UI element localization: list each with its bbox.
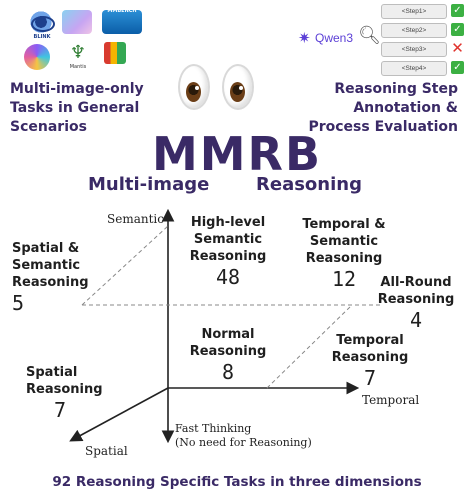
right-heading-line: Reasoning Step [334, 81, 458, 97]
mantis-logo: ♆ [69, 42, 87, 63]
step-row: <Step3> ✕ [381, 39, 464, 57]
left-heading-line: Scenarios [10, 119, 87, 135]
category-count: 48 [215, 265, 241, 289]
mantis-logo-label: Mantis [69, 64, 87, 70]
semantic-axis-label: Semantic [107, 212, 164, 226]
category-label-line: Reasoning [305, 251, 383, 266]
guide-line [266, 304, 353, 389]
category-normal: Normal Reasoning 8 [180, 326, 276, 384]
subtitle-left: Multi-image [88, 174, 210, 195]
temporal-axis-label: Temporal [362, 393, 420, 407]
step-label: <Step3> [381, 42, 447, 57]
left-heading: Multi-image-only Tasks in General Scenar… [10, 80, 170, 137]
step-label: <Step4> [381, 61, 447, 76]
check-icon: ✓ [451, 61, 464, 74]
fast-thinking-line: Fast Thinking [175, 422, 252, 435]
category-all-round: All-Round Reasoning 4 [372, 274, 460, 332]
qwen-logo-icon: ✷ [298, 29, 311, 47]
blink-logo [26, 10, 56, 34]
left-heading-line: Multi-image-only [10, 81, 144, 97]
category-temporal: Temporal Reasoning 7 [324, 332, 416, 390]
left-heading-line: Tasks in General [10, 100, 140, 116]
dataset-logo [62, 10, 92, 34]
dataset-logo [104, 42, 126, 64]
right-heading-line: Annotation & [353, 100, 458, 116]
category-label-line: Reasoning [331, 350, 409, 365]
subtitle-right: Reasoning [256, 174, 362, 195]
cross-icon: ✕ [451, 39, 464, 57]
category-spatial: Spatial Reasoning 7 [26, 364, 106, 422]
logo-cluster: BLINK MMBENCH ♆ Mantis [22, 8, 152, 72]
model-name: Qwen3 [315, 31, 354, 45]
mmbench-logo: MMBENCH [102, 8, 142, 34]
category-count: 12 [331, 267, 357, 291]
category-label-line: Semantic [193, 232, 263, 247]
step-row: <Step2> ✓ [381, 23, 464, 38]
category-count: 8 [221, 360, 235, 384]
category-count: 4 [409, 308, 423, 332]
magnifier-icon: 🔍︎ [358, 25, 381, 46]
category-label-line: Reasoning [189, 249, 267, 264]
category-label-line: Reasoning [26, 382, 103, 397]
check-icon: ✓ [451, 23, 464, 36]
category-label-line: Spatial [26, 365, 78, 380]
category-label-line: Reasoning [189, 344, 267, 359]
spatial-axis [69, 387, 169, 442]
category-label-line: Semantic [12, 258, 81, 273]
blink-logo-label: BLINK [33, 34, 51, 40]
category-label-line: High-level [190, 215, 266, 230]
eyes-icon [172, 62, 262, 112]
category-count: 7 [363, 366, 377, 390]
category-label-line: Temporal & [302, 217, 386, 232]
step-label: <Step1> [381, 4, 447, 19]
category-label-line: All-Round [380, 275, 452, 290]
category-label-line: Normal [201, 327, 255, 342]
category-label-line: Reasoning [377, 292, 455, 307]
fast-thinking-line: (No need for Reasoning) [175, 436, 312, 449]
dataset-logo [24, 44, 50, 70]
category-count: 5 [12, 291, 25, 315]
category-temporal-semantic: Temporal & Semantic Reasoning 12 [292, 216, 396, 291]
category-label-line: Semantic [309, 234, 379, 249]
guide-line [81, 225, 169, 306]
step-row: <Step4> ✓ [381, 61, 464, 76]
right-heading: Reasoning Step Annotation & Process Eval… [290, 80, 458, 137]
category-spatial-semantic: Spatial & Semantic Reasoning 5 [12, 240, 102, 315]
eye-icon [31, 16, 55, 32]
step-label: <Step2> [381, 23, 447, 38]
category-label-line: Spatial & [12, 241, 80, 256]
right-heading-line: Process Evaluation [308, 119, 458, 135]
main-title: MMRB [151, 127, 323, 181]
step-row: <Step1> ✓ [381, 4, 464, 19]
category-label-line: Reasoning [12, 275, 89, 290]
category-count: 7 [54, 398, 67, 422]
mmbench-logo-label: MMBENCH [107, 8, 137, 14]
footer-caption: 92 Reasoning Specific Tasks in three dim… [52, 474, 422, 490]
category-label-line: Temporal [336, 333, 404, 348]
qwen-badge: ✷ Qwen3 🔍︎ [298, 25, 381, 48]
fast-thinking-label: Fast Thinking (No need for Reasoning) [175, 422, 312, 450]
check-icon: ✓ [451, 4, 464, 17]
spatial-axis-label: Spatial [85, 444, 128, 458]
category-high-level-semantic: High-level Semantic Reasoning 48 [176, 214, 280, 289]
